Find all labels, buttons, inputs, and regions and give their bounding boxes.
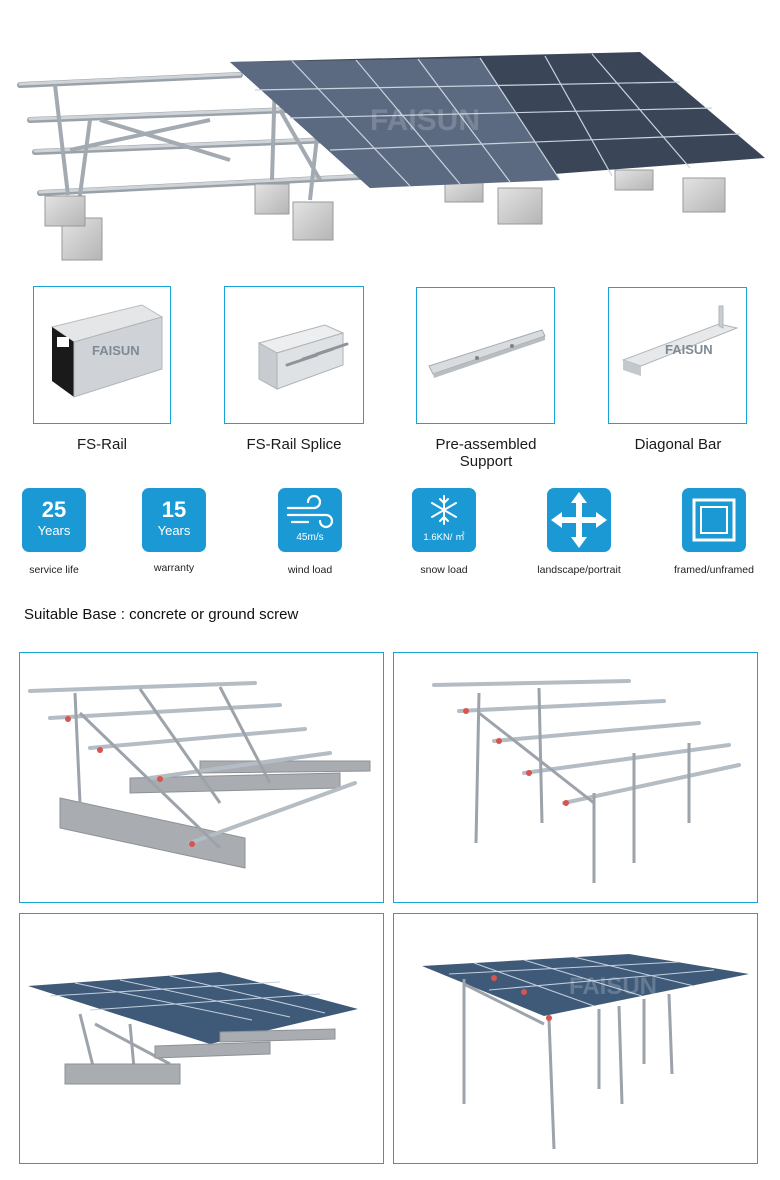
snow-load-value: 1.6KN/ ㎡: [423, 532, 465, 543]
snowflake-icon: 1.6KN/ ㎡: [412, 488, 476, 552]
warranty-icon: 15 Years: [142, 488, 206, 552]
warranty-caption: warranty: [153, 562, 195, 574]
four-way-arrow-icon: [547, 488, 611, 552]
service-life-unit: Years: [37, 523, 71, 538]
service-life-number: 25: [41, 497, 67, 522]
frame-glyph: [692, 498, 736, 542]
concrete-base-with-panels-photo: [19, 913, 384, 1164]
wind-icon: 45m/s: [278, 488, 342, 552]
fs-rail-splice-label: FS-Rail Splice: [246, 436, 342, 453]
fs-rail-image: FAISUN: [50, 304, 164, 398]
pre-assembled-support-label: Pre-assembled Support: [406, 436, 566, 470]
wind-load-value: 45m/s: [296, 532, 324, 543]
framed-unframed-caption: framed/unframed: [674, 564, 754, 576]
snowflake-glyph: [431, 495, 457, 525]
service-life-caption: service life: [29, 564, 79, 576]
concrete-base-frame-image: [28, 681, 371, 869]
warranty-number: 15: [161, 497, 187, 522]
diagonal-bar-image: FAISUN: [621, 305, 739, 376]
pre-assembled-support-image-card: [416, 287, 555, 424]
diagonal-bar-watermark: FAISUN: [665, 342, 713, 357]
wind-glyph: [286, 494, 334, 529]
fs-rail-splice-image: [257, 324, 349, 390]
hero-solar-mount-image: FAISUN: [17, 52, 765, 261]
ground-screw-frame-photo: [393, 652, 758, 903]
ground-screw-with-panels-photo: FAISUN: [393, 913, 758, 1164]
pre-assembled-support-image: [428, 329, 546, 378]
concrete-base-frame-photo: [19, 652, 384, 903]
diagonal-bar-image-card: FAISUN: [608, 287, 747, 424]
warranty-unit: Years: [157, 523, 191, 538]
fs-rail-label: FS-Rail: [76, 436, 127, 453]
snow-load-caption: snow load: [420, 564, 468, 576]
concrete-base-with-panels-image: [28, 972, 358, 1085]
frame-icon: [682, 488, 746, 552]
hero-watermark: FAISUN: [370, 104, 480, 137]
panels-watermark: FAISUN: [569, 973, 657, 1000]
ground-screw-with-panels-image: FAISUN: [422, 954, 749, 1150]
pre-assembled-support-label-line1: Pre-assembled: [435, 436, 537, 453]
landscape-portrait-caption: landscape/portrait: [537, 564, 621, 576]
four-way-arrow-glyph: [551, 492, 607, 548]
fs-rail-watermark: FAISUN: [92, 343, 140, 358]
pre-assembled-support-label-line2: Support: [459, 453, 513, 470]
fs-rail-image-card: FAISUN: [33, 286, 171, 424]
wind-load-caption: wind load: [287, 564, 333, 576]
service-life-icon: 25 Years: [22, 488, 86, 552]
ground-screw-frame-image: [432, 679, 741, 883]
fs-rail-splice-image-card: [224, 286, 364, 424]
diagonal-bar-label: Diagonal Bar: [634, 436, 722, 453]
suitable-base-heading: Suitable Base : concrete or ground screw: [24, 606, 299, 623]
